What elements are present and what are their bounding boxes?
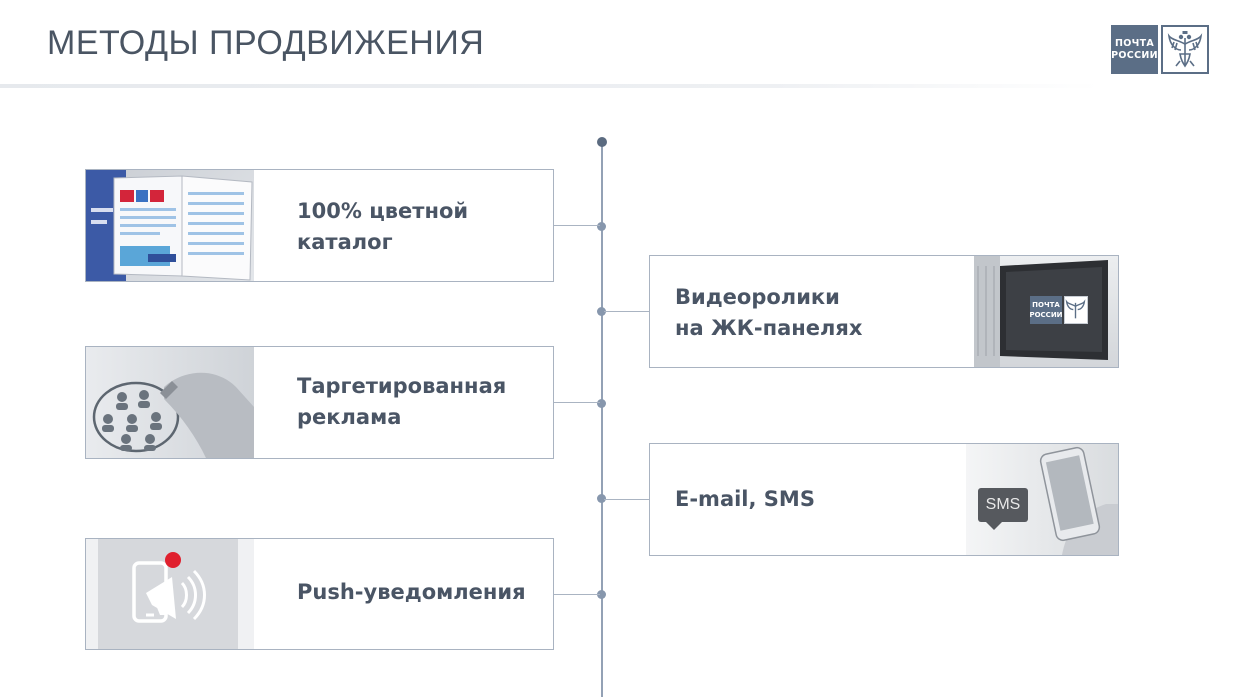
card-video: Видеоролики на ЖК-панелях ПОЧТА РОССИИ bbox=[649, 255, 1119, 368]
push-image bbox=[86, 539, 254, 649]
card-sms: E-mail, SMS SMS bbox=[649, 443, 1119, 556]
timeline-dot-video bbox=[597, 307, 606, 316]
card-targeted-label: Таргетированная реклама bbox=[297, 374, 507, 429]
card-video-label: Видеоролики на ЖК-панелях bbox=[675, 285, 863, 340]
logo-wordmark: ПОЧТА РОССИИ bbox=[1111, 25, 1158, 74]
connector-video bbox=[604, 311, 650, 312]
logo-line-1: ПОЧТА bbox=[1114, 37, 1155, 49]
card-targeted: Таргетированная реклама bbox=[85, 346, 554, 459]
timeline-dot-sms bbox=[597, 494, 606, 503]
card-catalog: 100% цветной каталог bbox=[85, 169, 554, 282]
card-sms-label: E-mail, SMS bbox=[675, 487, 815, 511]
catalog-magazine-image bbox=[86, 170, 254, 281]
connector-targeted bbox=[553, 402, 600, 403]
slide-title: МЕТОДЫ ПРОДВИЖЕНИЯ bbox=[47, 24, 485, 62]
screen-logo-line-2: РОССИИ bbox=[1029, 311, 1063, 319]
audience-targeting-image bbox=[86, 347, 254, 458]
lcd-panel-image: ПОЧТА РОССИИ bbox=[974, 256, 1118, 367]
card-push-label: Push-уведомления bbox=[297, 580, 526, 604]
screen-logo-line-1: ПОЧТА bbox=[1032, 301, 1060, 309]
connector-catalog bbox=[553, 225, 600, 226]
notification-dot bbox=[165, 552, 181, 568]
double-headed-eagle-icon bbox=[1161, 25, 1209, 74]
screen-eagle-icon bbox=[1064, 296, 1088, 324]
card-catalog-label: 100% цветной каталог bbox=[297, 199, 469, 254]
timeline-line bbox=[601, 141, 603, 697]
sms-bubble-text: SMS bbox=[985, 496, 1021, 513]
connector-sms bbox=[604, 499, 650, 500]
timeline-dot-start bbox=[597, 137, 607, 147]
smartphone-sms-image: SMS bbox=[966, 444, 1118, 555]
logo-line-2: РОССИИ bbox=[1111, 49, 1158, 61]
timeline-dot-targeted bbox=[597, 399, 606, 408]
screen-logo-text: ПОЧТА РОССИИ bbox=[1029, 296, 1063, 324]
phone-megaphone-icon bbox=[132, 552, 206, 623]
sms-bubble: SMS bbox=[978, 488, 1028, 522]
pochta-rossii-logo: ПОЧТА РОССИИ bbox=[1111, 25, 1210, 74]
timeline-dot-push bbox=[597, 590, 606, 599]
timeline-dot-catalog bbox=[597, 222, 606, 231]
header-divider bbox=[0, 84, 1100, 88]
sms-bubble-tail bbox=[986, 522, 1002, 530]
connector-push bbox=[553, 594, 600, 595]
card-push: Push-уведомления bbox=[85, 538, 554, 650]
